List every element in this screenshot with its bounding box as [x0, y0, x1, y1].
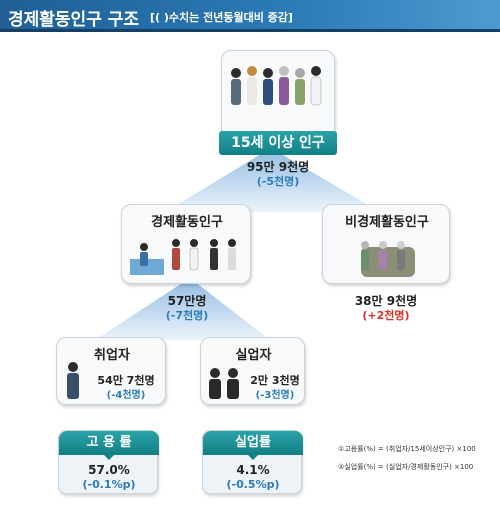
economically-active-change: (-7천명): [165, 309, 209, 322]
employment-rate-value: 57.0%: [88, 463, 130, 477]
job-seekers-icon: [209, 368, 239, 399]
economically-active-box: 경제활동인구: [121, 204, 251, 284]
non-active-change: (+2천명): [362, 309, 410, 322]
page-title: 경제활동인구 구조: [8, 10, 140, 30]
unemployed-label: 실업자: [235, 348, 272, 363]
formula-unemployment-rate: ②실업률(%) = (실업자/경제활동인구) ×100: [338, 463, 474, 471]
office-workers-icon: [130, 239, 236, 275]
employment-rate-label: 고 용 률: [59, 431, 159, 455]
formula-employment-rate: ①고용률(%) = (취업자/15세이상인구) ×100: [338, 445, 476, 453]
population-label: 15세 이상 인구: [219, 131, 337, 155]
elderly-people-icon: [361, 241, 415, 277]
employed-box: 취업자 54만 7천명 (-4천명): [56, 337, 166, 405]
employment-rate-notch: [103, 454, 115, 460]
connector-top: [165, 148, 380, 212]
economically-active-label: 경제활동인구: [151, 215, 223, 230]
economically-active-value: 57만명: [167, 294, 207, 308]
employed-label: 취업자: [94, 348, 130, 363]
crowd-icon: [231, 66, 322, 106]
worker-icon: [67, 362, 79, 399]
population-change: (-5천명): [256, 175, 300, 188]
non-active-label: 비경제활동인구: [345, 215, 429, 230]
employed-value: 54만 7천명: [97, 374, 155, 387]
employed-change: (-4천명): [106, 390, 146, 401]
unemployment-rate-notch: [247, 454, 259, 460]
employment-rate-box: 고 용 률 57.0% (-0.1%p): [58, 430, 159, 494]
non-active-value: 38만 9천명: [354, 294, 418, 308]
unemployed-change: (-3천명): [255, 390, 295, 401]
population-image-box: [221, 50, 335, 140]
unemployment-rate-change: (-0.5%p): [226, 478, 280, 491]
population-value: 95만 9천명: [246, 160, 310, 174]
connector-middle: [95, 278, 270, 340]
page-subtitle: [( )수치는 전년동월대비 증감]: [150, 11, 293, 24]
non-active-box: 비경제활동인구: [322, 204, 450, 284]
title-bar: 경제활동인구 구조 [( )수치는 전년동월대비 증감]: [0, 0, 500, 32]
employment-rate-change: (-0.1%p): [82, 478, 136, 491]
unemployment-rate-label: 실업률: [203, 431, 303, 455]
unemployment-rate-box: 실업률 4.1% (-0.5%p): [202, 430, 303, 494]
unemployed-value: 2만 3천명: [250, 374, 300, 387]
unemployment-rate-value: 4.1%: [236, 463, 270, 477]
unemployed-box: 실업자 2만 3천명 (-3천명): [200, 337, 305, 405]
